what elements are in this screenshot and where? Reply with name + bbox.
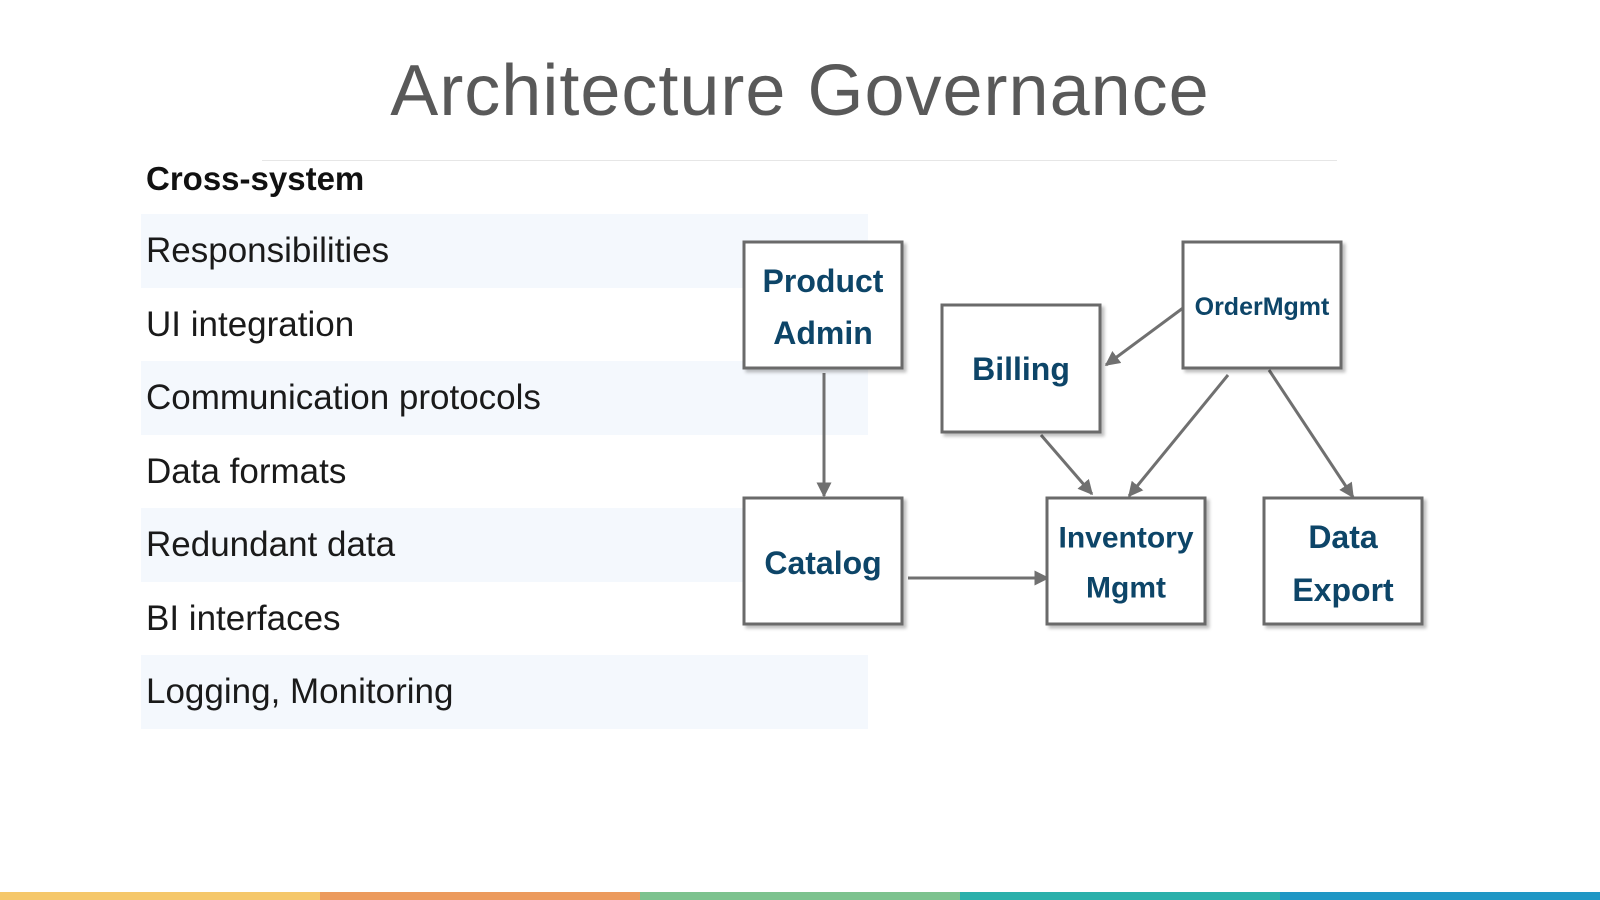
bottom-bar-segment-5 <box>1280 892 1600 900</box>
edge-ordermgmt-to-billing <box>1104 306 1184 367</box>
list-item-communication-protocols: Communication protocols <box>141 361 868 435</box>
bottom-bar-segment-2 <box>320 892 640 900</box>
node-inventory-mgmt: Inventory Mgmt <box>1045 496 1207 626</box>
bottom-bar-segment-3 <box>640 892 960 900</box>
node-data-export-label-line1: Data <box>1308 519 1378 555</box>
node-inventory-mgmt-label-line2: Mgmt <box>1086 572 1166 605</box>
title-divider <box>262 160 1337 161</box>
slide-title: Architecture Governance <box>390 51 1210 131</box>
bottom-color-bar <box>0 892 1600 900</box>
node-inventory-mgmt-label-line1: Inventory <box>1058 522 1193 555</box>
node-billing: Billing <box>940 303 1102 434</box>
node-ordermgmt-label: OrderMgmt <box>1195 293 1330 321</box>
bottom-bar-segment-1 <box>0 892 320 900</box>
edge-billing-to-inventory <box>1039 434 1094 496</box>
node-catalog-label: Catalog <box>764 545 881 581</box>
edge-ordermgmt-to-data-export <box>1267 369 1355 499</box>
list-item-data-formats: Data formats <box>146 451 347 491</box>
node-product-admin-label-line1: Product <box>763 263 884 299</box>
node-product-admin: Product Admin <box>742 240 904 370</box>
node-ordermgmt: OrderMgmt <box>1181 240 1343 370</box>
list-item-bi-interfaces: BI interfaces <box>146 598 341 638</box>
node-catalog: Catalog <box>742 496 904 626</box>
node-billing-label: Billing <box>972 351 1070 387</box>
bottom-bar-segment-4 <box>960 892 1280 900</box>
node-data-export-label-line2: Export <box>1292 572 1394 608</box>
list-item-ui-integration: UI integration <box>146 304 355 344</box>
list-heading: Cross-system <box>146 160 365 197</box>
node-product-admin-label-line2: Admin <box>773 315 873 351</box>
edge-ordermgmt-to-inventory <box>1127 374 1230 498</box>
governance-topic-list: Responsibilities UI integration Communic… <box>141 214 868 729</box>
list-item-logging-monitoring: Logging, Monitoring <box>141 655 868 729</box>
node-data-export: Data Export <box>1262 496 1424 626</box>
